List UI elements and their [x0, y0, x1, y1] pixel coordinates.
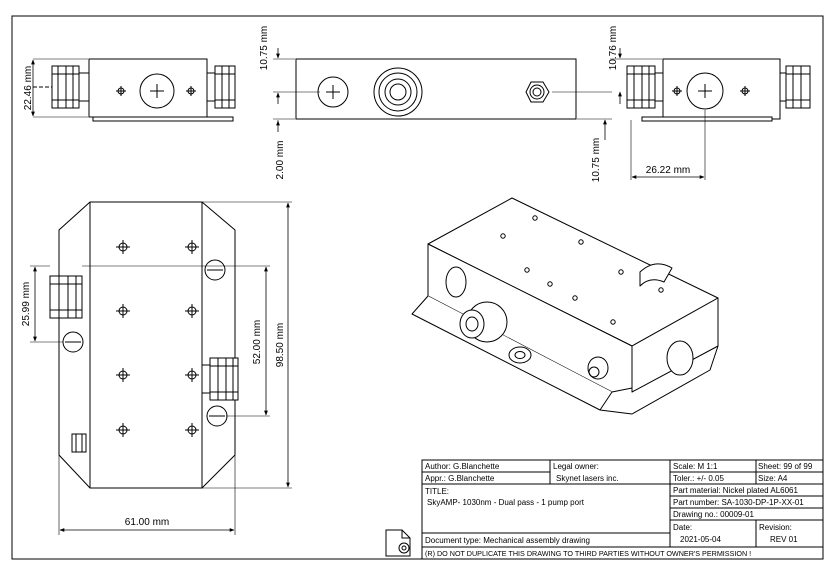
iso-front-face	[427, 243, 633, 393]
tb-legal-owner-label: Legal owner:	[553, 462, 599, 471]
tb-legal-owner-value: Skynet lasers inc.	[556, 474, 619, 483]
plan-holes	[116, 240, 199, 437]
tb-approver: Appr.: G.Blanchette	[425, 474, 495, 483]
dim-bottom-offset-right: 10.75 mm	[591, 138, 602, 182]
dim-top-offset-left: 10.75 mm	[259, 26, 270, 70]
tb-scale: Scale: M 1:1	[673, 462, 718, 471]
iso-pump-port	[587, 356, 609, 380]
tb-author: Author: G.Blanchette	[425, 462, 500, 471]
plan-view	[30, 201, 292, 535]
dim-top-offset-right: 10.76 mm	[608, 26, 619, 70]
tb-tolerance: Toler.: +/- 0.05	[673, 474, 724, 483]
tb-material: Part material: Nickel plated AL6061	[673, 486, 799, 495]
tb-title-label: TITLE:	[425, 487, 449, 496]
side-body	[662, 58, 781, 120]
tb-document-type: Document type: Mechanical assembly drawi…	[425, 536, 590, 545]
dim-side-offset: 26.22 mm	[646, 165, 690, 176]
plan-right-fitting	[209, 357, 239, 401]
dim-height-left: 22.46 mm	[23, 66, 34, 110]
dim-total-length: 98.50 mm	[275, 323, 286, 367]
tb-size: Size: A4	[758, 474, 788, 483]
front-right-fitting	[214, 65, 236, 109]
tb-revision-label: Revision:	[759, 523, 792, 532]
tb-date-label: Date:	[673, 523, 692, 532]
side-right-fitting	[785, 65, 811, 109]
side-view	[610, 48, 811, 180]
front-bore	[139, 73, 175, 109]
iso-rear-fitting	[639, 263, 673, 287]
plan-pump-port	[71, 433, 87, 453]
side-left-fitting	[626, 65, 656, 109]
tb-date-value: 2021-05-04	[680, 535, 721, 544]
plan-left-fitting	[49, 275, 83, 319]
title-block	[421, 459, 824, 560]
tb-title-value: SkyAMP- 1030nm - Dual pass - 1 pump port	[427, 498, 585, 507]
top-body	[295, 58, 577, 120]
sheet-border	[11, 15, 824, 560]
top-pump-port	[525, 81, 550, 103]
dim-width: 61.00 mm	[125, 517, 169, 528]
top-view	[273, 48, 612, 140]
iso-bore-front	[445, 266, 467, 298]
tb-drawing-no: Drawing no.: 00009-01	[673, 510, 754, 519]
tb-part-number: Part number: SA-1030-DP-1P-XX-01	[673, 498, 804, 507]
iso-bore-side	[666, 340, 694, 376]
dim-bottom-offset: 2.00 mm	[275, 141, 286, 180]
top-fitting-outer	[373, 67, 423, 117]
tb-sheet: Sheet: 99 of 99	[758, 462, 813, 471]
tb-notice: (R) DO NOT DUPLICATE THIS DRAWING TO THI…	[425, 549, 751, 558]
front-view	[31, 58, 236, 122]
tb-revision-value: REV 01	[770, 535, 798, 544]
dim-port-spacing: 52.00 mm	[252, 320, 263, 364]
isometric-view	[411, 197, 719, 415]
dim-port-offset: 25.99 mm	[21, 282, 32, 326]
company-logo	[385, 529, 411, 557]
